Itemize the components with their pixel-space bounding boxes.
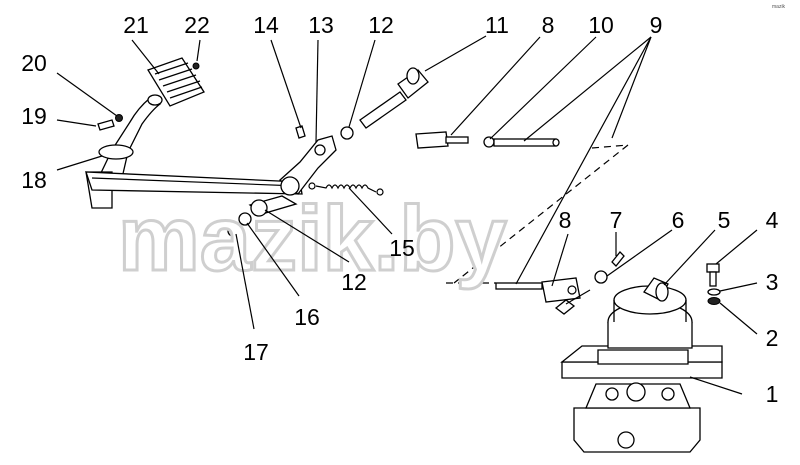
cotter-pin-7: [611, 251, 625, 267]
callout-11: 11: [485, 12, 509, 38]
callout-22: 22: [184, 12, 210, 38]
callout-18: 18: [21, 167, 47, 193]
brake-valve-1: [560, 277, 723, 453]
bolt-4: [706, 263, 720, 287]
pedal-pad: [147, 57, 205, 107]
washer-16: [238, 212, 252, 226]
clevis-8-lower: [541, 277, 581, 303]
callout-1: 1: [766, 381, 779, 407]
callout-12-upper: 12: [368, 12, 394, 38]
clevis-8-upper: [415, 131, 469, 149]
pin-5: [554, 289, 591, 315]
callout-labels: 1 2 3 4 5 6 7 8 8 9 10 11 12 12 13 14 15…: [21, 12, 778, 407]
lever-arm-13: [248, 135, 337, 215]
pedal-shaft-18: [85, 171, 303, 195]
pedal-bolt-22: [192, 62, 200, 70]
rod-end-11: [359, 67, 429, 129]
callout-17: 17: [243, 339, 269, 365]
washer-12-upper: [340, 126, 354, 140]
callout-21: 21: [123, 12, 149, 38]
spring-15: [308, 182, 384, 196]
rod-9-lower: [495, 282, 543, 290]
washer-12-lower: [250, 199, 268, 217]
bolt-19: [97, 119, 115, 131]
callout-13: 13: [308, 12, 334, 38]
washer-3: [707, 288, 721, 296]
callout-10: 10: [588, 12, 614, 38]
callout-7: 7: [610, 207, 623, 233]
callout-9: 9: [650, 12, 663, 38]
lock-washer-2: [707, 297, 721, 305]
callout-19: 19: [21, 103, 47, 129]
assembly-guide-lines: [446, 144, 629, 284]
callout-14: 14: [253, 12, 279, 38]
callout-4: 4: [766, 207, 779, 233]
nut-17: [227, 225, 239, 237]
callout-3: 3: [766, 269, 779, 295]
leader-lines: [56, 35, 758, 395]
washer-6: [594, 270, 608, 284]
callout-6: 6: [672, 207, 685, 233]
callout-2: 2: [766, 325, 779, 351]
callout-16: 16: [294, 304, 320, 330]
nut-10: [483, 136, 495, 148]
watermark-small: mazik: [772, 4, 786, 10]
callout-5: 5: [718, 207, 731, 233]
rod-9: [493, 138, 560, 147]
callout-8-lower: 8: [559, 207, 572, 233]
callout-15: 15: [389, 235, 415, 261]
callout-20: 20: [21, 50, 47, 76]
callout-8-upper: 8: [542, 12, 555, 38]
callout-12-lower: 12: [341, 269, 367, 295]
